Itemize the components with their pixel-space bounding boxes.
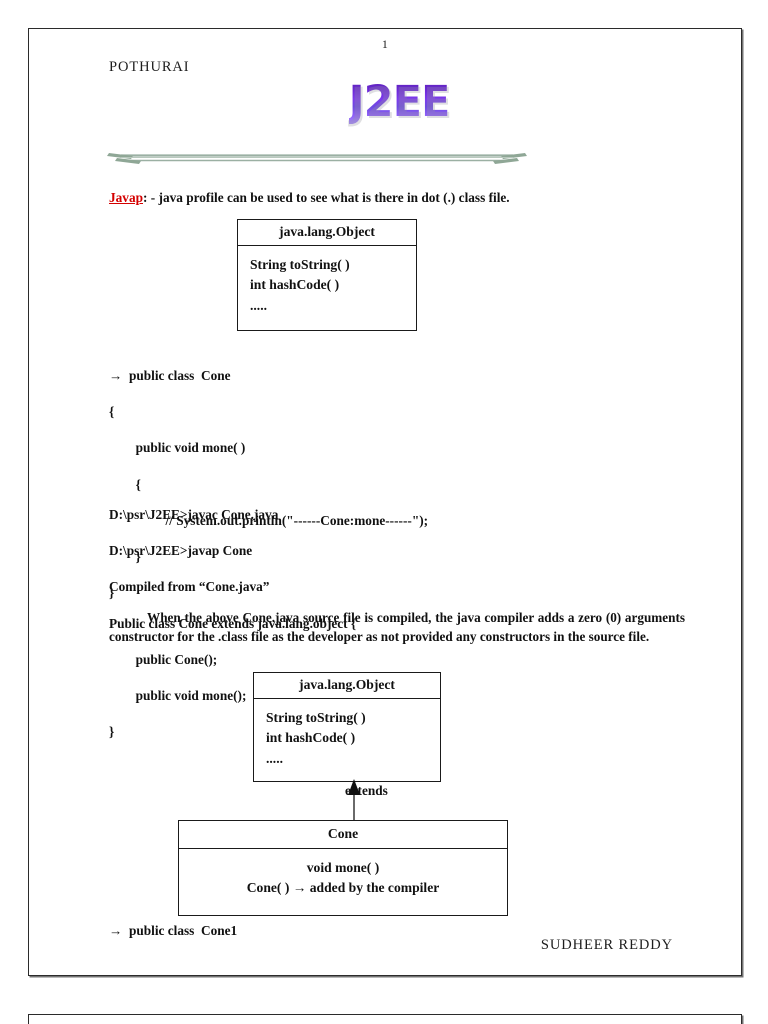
terminal-transcript: D:\psr\J2EE>javac Cone.java D:\psr\J2EE>…: [109, 488, 356, 777]
terminal-line: D:\psr\J2EE>javap Cone: [109, 543, 253, 559]
uml-member: .....: [250, 297, 267, 313]
uml-class-box-object-parent: java.lang.Object String toString( ) int …: [253, 672, 441, 782]
uml-class-box-cone: Cone void mone( ) Cone( ) → added by the…: [178, 820, 508, 916]
uml-class-box-object-top: java.lang.Object String toString( ) int …: [237, 219, 417, 331]
terminal-line: public Cone();: [109, 651, 218, 667]
code-line: {: [109, 476, 141, 492]
footer-author-name: SUDHEER REDDY: [540, 937, 673, 953]
uml-member: Cone( ) → added by the compiler: [246, 880, 440, 896]
uml-member: .....: [266, 750, 283, 766]
document-page-2-partial: [28, 1014, 742, 1024]
terminal-line: D:\psr\J2EE>javac Cone.java: [109, 507, 279, 523]
code-block-cone-source: → public class Cone { public void mone( …: [109, 349, 428, 638]
header-author-name: POTHURAI: [109, 59, 190, 75]
decorative-divider: [107, 147, 527, 169]
page-title: J2EE: [348, 77, 451, 127]
document-page-1: 1 POTHURAI J2EE: [28, 28, 742, 976]
uml-class-name: Cone: [179, 821, 507, 849]
page-number: 1: [381, 37, 389, 51]
javap-definition-line: Javap: - java profile can be used to see…: [109, 189, 510, 207]
extends-relationship-label: extends: [345, 783, 388, 798]
uml-class-name: java.lang.Object: [238, 220, 416, 246]
code-line: → public class Cone: [109, 368, 231, 384]
code-line: {: [109, 404, 115, 420]
trailing-code-line: → public class Cone1: [109, 923, 238, 938]
uml-member: String toString( ): [266, 710, 366, 725]
uml-member: void mone( ): [306, 860, 380, 875]
title-wordart-container: J2EE: [29, 81, 741, 124]
javap-term: Javap: [109, 190, 143, 205]
terminal-line: Compiled from “Cone.java”: [109, 579, 270, 595]
explanation-paragraph: When the above Cone.java source file is …: [109, 610, 685, 644]
uml-member: int hashCode( ): [266, 730, 356, 746]
terminal-line: }: [109, 724, 115, 740]
uml-member: String toString( ): [250, 257, 350, 272]
code-line: }: [109, 585, 115, 601]
uml-member: int hashCode( ): [250, 277, 340, 293]
javap-separator: : -: [143, 190, 159, 205]
code-line: public void mone( ): [109, 440, 246, 456]
uml-member-list: void mone( ) Cone( ) → added by the comp…: [179, 849, 507, 907]
code-line: }: [109, 548, 141, 564]
uml-class-name: java.lang.Object: [254, 673, 440, 699]
uml-member-list: String toString( ) int hashCode( ) .....: [254, 699, 440, 775]
terminal-line: public void mone();: [109, 687, 247, 703]
terminal-line: Public class Cone extends java.lang.obje…: [109, 615, 357, 631]
uml-member-list: String toString( ) int hashCode( ) .....: [238, 246, 416, 322]
code-line: // System.out.println("------Cone:mone--…: [109, 512, 429, 528]
javap-definition-text: java profile can be used to see what is …: [158, 190, 510, 205]
extends-arrow-icon: [339, 779, 369, 823]
